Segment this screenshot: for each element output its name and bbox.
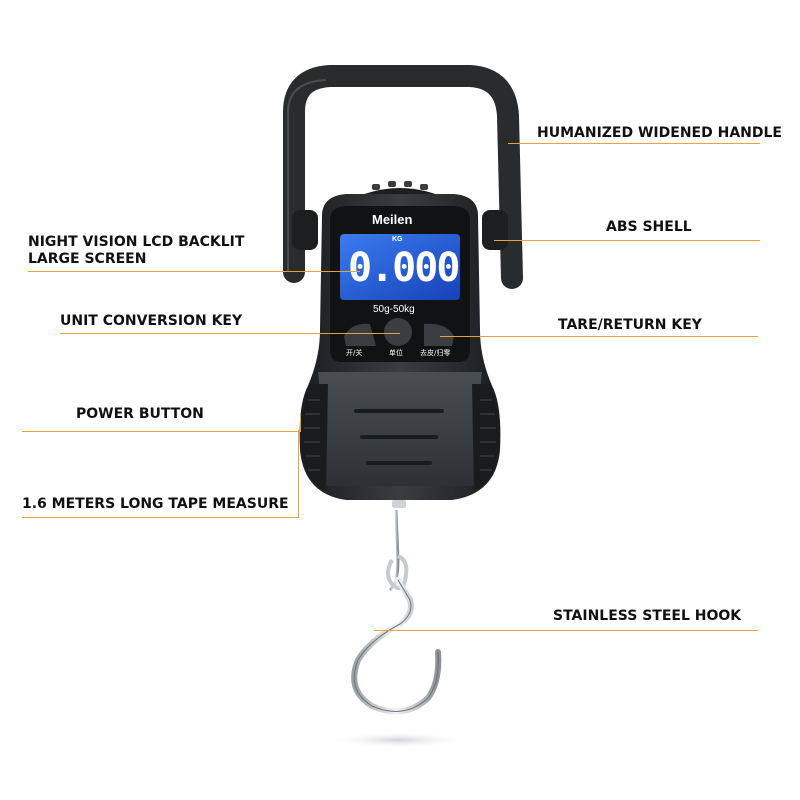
- callout-tare-key: TARE/RETURN KEY: [558, 317, 702, 333]
- callout-handle: HUMANIZED WIDENED HANDLE: [537, 125, 782, 141]
- tare-key-label: 去皮/归零: [420, 349, 451, 357]
- callout-line-hook: [374, 630, 758, 631]
- callout-unit-key: UNIT CONVERSION KEY: [60, 313, 243, 329]
- range-text: 50g-50kg: [373, 304, 415, 315]
- callout-line-screen: [28, 271, 360, 272]
- callout-line-tape-drop: [298, 430, 299, 518]
- display-unit: KG: [392, 236, 403, 243]
- callout-hook: STAINLESS STEEL HOOK: [553, 608, 742, 624]
- callout-screen-line2: LARGE SCREEN: [28, 251, 147, 267]
- tare-key-shape: [424, 323, 454, 346]
- callout-shell: ABS SHELL: [606, 219, 692, 235]
- handle: [283, 65, 523, 289]
- display-reading: 0.000: [348, 245, 460, 291]
- callout-line-power-drop: [300, 414, 301, 432]
- callout-line-tape: [22, 517, 298, 518]
- callout-line-handle: [508, 143, 760, 144]
- power-key-shape: [344, 323, 376, 346]
- callout-line-shell: [494, 240, 760, 241]
- callout-tape: 1.6 METERS LONG TAPE MEASURE: [22, 496, 289, 512]
- callout-line-power: [22, 431, 300, 432]
- callout-line-unit: [60, 333, 400, 334]
- brand-logo: Meilen: [372, 212, 413, 227]
- callout-line-tare: [440, 336, 758, 337]
- unit-key-shape: [384, 318, 412, 346]
- unit-key-label: 单位: [389, 349, 403, 357]
- floor-shadow: [328, 732, 468, 748]
- lcd-screen: [340, 234, 460, 300]
- stainless-hook: [351, 577, 442, 715]
- callout-power: POWER BUTTON: [76, 406, 204, 422]
- power-key-label: 开/关: [346, 349, 363, 357]
- callout-screen-line1: NIGHT VISION LCD BACKLIT: [28, 234, 245, 250]
